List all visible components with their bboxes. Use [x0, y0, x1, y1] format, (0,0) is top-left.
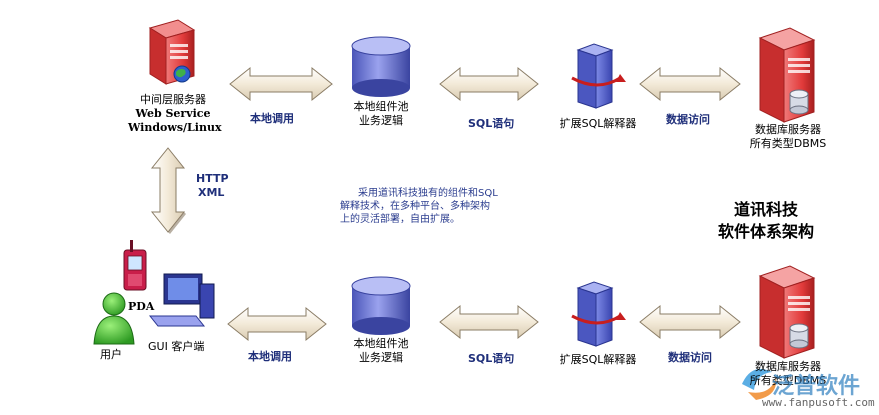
top-arrow3-label: 数据访问 [666, 113, 710, 126]
watermark-brand: 泛普软件 [772, 374, 861, 399]
bottom-local-call-arrow [227, 306, 327, 342]
watermark-logo-icon [742, 368, 777, 400]
bottom-arrow2-label: SQL语句 [468, 352, 515, 365]
description-line1: 采用道讯科技独有的组件和SQL [358, 188, 498, 199]
top-arrow1-label: 本地调用 [250, 112, 294, 125]
user-label: 用户 [100, 348, 122, 361]
top-component-pool-label: 本地组件池 业务逻辑 [346, 100, 416, 128]
top-component-pool-icon [351, 36, 411, 97]
watermark-url: www.fanpusoft.com [762, 396, 875, 409]
http-xml-label: HTTP XML [196, 172, 229, 200]
bottom-sql-parser-icon [571, 281, 626, 347]
top-sql-arrow [439, 66, 539, 102]
http-xml-arrow [150, 147, 186, 234]
top-db-server-label: 数据库服务器 所有类型DBMS [740, 123, 836, 151]
gui-client-label: GUI 客户端 [148, 340, 205, 353]
top-component-pool-label-line1: 本地组件池 [353, 100, 409, 113]
bottom-sql-parser-label: 扩展SQL解释器 [559, 353, 637, 366]
bottom-db-server-label-line2: 所有类型DBMS [749, 374, 827, 387]
xml-label: XML [198, 186, 225, 199]
bottom-arrow3-label: 数据访问 [668, 351, 712, 364]
top-arrow2-label: SQL语句 [468, 117, 515, 130]
bottom-sql-arrow [439, 304, 539, 340]
middleware-server-label: 中间层服务器 Web Service Windows/Linux [128, 93, 222, 135]
middleware-server-label-line1: 中间层服务器 [140, 93, 206, 106]
diagram-title-line2: 软件体系架构 [717, 222, 814, 241]
top-local-call-arrow [229, 66, 334, 102]
bottom-db-server-label-line1: 数据库服务器 [755, 360, 821, 373]
bottom-component-pool-label: 本地组件池 业务逻辑 [346, 337, 416, 365]
description-line2: 解释技术，在多种平台、多种架构 [340, 201, 490, 212]
bottom-data-access-arrow [639, 304, 741, 340]
top-db-server-label-line2: 所有类型DBMS [749, 137, 827, 150]
top-component-pool-label-line2: 业务逻辑 [359, 114, 403, 127]
top-data-access-arrow [639, 66, 741, 102]
bottom-component-pool-icon [351, 276, 411, 335]
top-db-server-label-line1: 数据库服务器 [755, 123, 821, 136]
user-figure-icon [93, 292, 135, 345]
diagram-title: 道讯科技 软件体系架构 [706, 199, 826, 243]
http-label: HTTP [196, 172, 229, 185]
bottom-component-pool-label-line2: 业务逻辑 [359, 351, 403, 364]
middleware-server-label-line3: Windows/Linux [128, 121, 222, 134]
gui-client-computer-icon [148, 273, 215, 327]
bottom-component-pool-label-line1: 本地组件池 [353, 337, 409, 350]
pda-label: PDA [128, 300, 155, 313]
top-db-server-icon [758, 27, 816, 123]
bottom-db-server-label: 数据库服务器 所有类型DBMS [740, 360, 836, 388]
middleware-server-icon [148, 19, 196, 85]
description-note: 采用道讯科技独有的组件和SQL 解释技术，在多种平台、多种架构 上的灵活部署，自… [340, 187, 530, 226]
bottom-arrow1-label: 本地调用 [248, 350, 292, 363]
description-line3: 上的灵活部署，自由扩展。 [340, 214, 460, 225]
top-sql-parser-label: 扩展SQL解释器 [559, 117, 637, 130]
diagram-title-line1: 道讯科技 [733, 200, 798, 219]
pda-phone-icon [123, 240, 147, 291]
middleware-server-label-line2: Web Service [135, 107, 211, 120]
top-sql-parser-icon [571, 43, 626, 109]
bottom-db-server-icon [758, 265, 816, 359]
